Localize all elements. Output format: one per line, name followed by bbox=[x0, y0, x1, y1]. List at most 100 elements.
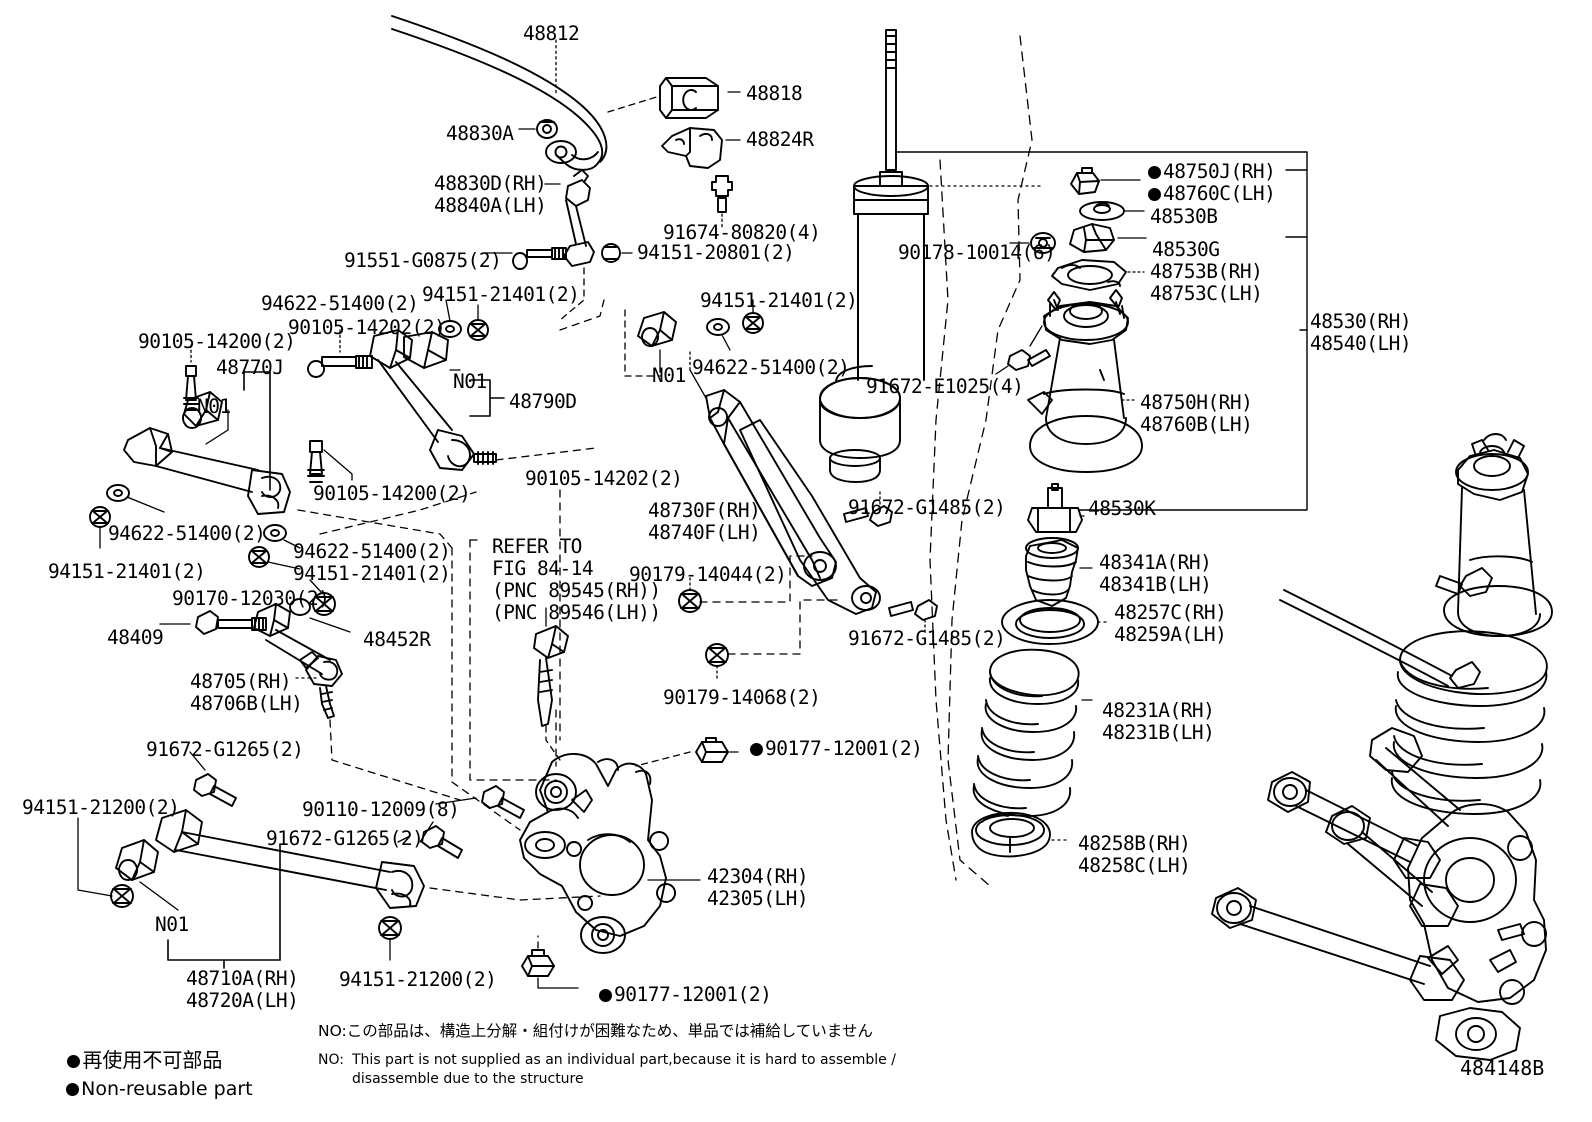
label-washer-lower-left: 94622-51400(2) bbox=[108, 522, 266, 545]
label-n01-center: N01 bbox=[652, 364, 686, 387]
label-stabilizer-bar: 48812 bbox=[523, 22, 580, 45]
label-text: N01 bbox=[453, 370, 487, 393]
label-text: 90178-10014(6) bbox=[898, 241, 1056, 264]
label-support-collar-48530g: 48530G bbox=[1152, 238, 1220, 261]
label-control-arm-nut-90170: 90170-12030(2) bbox=[172, 587, 330, 610]
label-spring-insulator-48258b: 48258B(RH) 48258C(LH) bbox=[1078, 833, 1191, 877]
label-text: 48705(RH) 48706B(LH) bbox=[190, 670, 303, 715]
label-upper-arm-48705: 48705(RH) 48706B(LH) bbox=[190, 670, 303, 715]
label-nut-90178-10014: 90178-10014(6) bbox=[898, 241, 1056, 264]
label-cam-bolt-48409: 48409 bbox=[107, 626, 164, 649]
label-upper-arm-48770j: 48770J bbox=[216, 356, 284, 379]
nonreusable-bullet-icon bbox=[599, 989, 612, 1002]
label-knuckle-bolt-upper: 90177-12001(2) bbox=[750, 737, 923, 760]
label-support-bearing-48530k: 48530K bbox=[1088, 497, 1156, 520]
label-coil-spring-48231a: 48231A(RH) 48231B(LH) bbox=[1102, 699, 1215, 744]
note-english-line2: disassemble due to the structure bbox=[352, 1071, 584, 1087]
nonreusable-bullet-icon bbox=[1148, 166, 1161, 179]
label-text: 48257C(RH) 48259A(LH) bbox=[1114, 601, 1227, 646]
label-trailing-arm-48730f: 48730F(RH) 48740F(LH) bbox=[648, 499, 761, 544]
label-text: 91672-G1485(2) bbox=[848, 496, 1006, 519]
label-sensor-nut-90179-14044: 90179-14044(2) bbox=[629, 563, 787, 586]
label-text: 48830D(RH) 48840A(LH) bbox=[434, 172, 547, 217]
label-stabilizer-bracket: 48824R bbox=[746, 128, 814, 151]
bullet-icon-2 bbox=[66, 1083, 80, 1096]
label-nut-94151-21200-lower: 94151-21200(2) bbox=[339, 968, 497, 991]
label-text: 48790D bbox=[509, 390, 577, 413]
label-text: 94151-21200(2) bbox=[339, 968, 497, 991]
label-stabilizer-link-rh-lh: 48830D(RH) 48840A(LH) bbox=[434, 172, 547, 217]
label-knuckle-bolt-lower: 90177-12001(2) bbox=[599, 983, 772, 1006]
label-text: 94622-51400(2) bbox=[293, 540, 451, 563]
label-text: 94151-21401(2) bbox=[293, 562, 451, 585]
label-text: 48341A(RH) 48341B(LH) bbox=[1099, 551, 1212, 596]
diagram-line-art bbox=[77, 15, 1553, 1061]
label-stabilizer-nut: 48830A bbox=[446, 122, 514, 145]
label-text: 91672-G1485(2) bbox=[848, 627, 1006, 650]
label-arm-washer-center: 94622-51400(2) bbox=[692, 356, 850, 379]
label-arm-nut-left: 94151-21401(2) bbox=[422, 283, 580, 306]
label-text: 48730F(RH) 48740F(LH) bbox=[648, 499, 761, 544]
label-text: 48231A(RH) 48231B(LH) bbox=[1102, 699, 1215, 744]
nonreusable-bullet-icon bbox=[750, 743, 763, 756]
label-bolt-90110-12009: 90110-12009(8) bbox=[302, 798, 460, 821]
label-shock-bolt-91672-e1025: 91672-E1025(4) bbox=[866, 375, 1024, 398]
label-text: N01 bbox=[197, 395, 231, 418]
bullet-icon bbox=[67, 1055, 81, 1068]
label-bolt-91672-g1265-lower: 91672-G1265(2) bbox=[266, 827, 424, 850]
label-stabilizer-bushing: 48818 bbox=[746, 82, 803, 105]
label-upper-arm-bolt: 90105-14200(2) bbox=[138, 330, 296, 353]
label-link-nut: 94151-20801(2) bbox=[637, 241, 795, 264]
label-text: 48818 bbox=[746, 82, 803, 105]
label-lower-arm-48710a: 48710A(RH) 48720A(LH) bbox=[186, 967, 299, 1012]
label-text: 91672-E1025(4) bbox=[866, 375, 1024, 398]
label-text: 94151-21401(2) bbox=[48, 560, 206, 583]
label-washer-lower-mid: 94622-51400(2) bbox=[293, 540, 451, 563]
label-text: 48812 bbox=[523, 22, 580, 45]
label-sensor-nut-90179-14068: 90179-14068(2) bbox=[663, 686, 821, 709]
label-spring-seat-48257c: 48257C(RH) 48259A(LH) bbox=[1114, 601, 1227, 646]
label-text: 90170-12030(2) bbox=[172, 587, 330, 610]
label-text: 90105-14202(2) bbox=[288, 316, 446, 339]
label-n01-center-upper: N01 bbox=[453, 370, 487, 393]
label-arm-washer-left: 94622-51400(2) bbox=[261, 292, 419, 315]
label-support-nut-48760c: 48760C(LH) bbox=[1148, 182, 1276, 205]
label-text: 48750H(RH) 48760B(LH) bbox=[1140, 391, 1253, 436]
legend-en-text: Non-reusable part bbox=[81, 1078, 253, 1100]
legend-jp-text: 再使用不可部品 bbox=[82, 1048, 223, 1072]
note-english-prefix: NO: bbox=[318, 1052, 344, 1068]
label-text: 48530(RH) 48540(LH) bbox=[1310, 310, 1412, 355]
label-text: 48530B bbox=[1150, 205, 1218, 228]
label-text: 90179-14068(2) bbox=[663, 686, 821, 709]
label-dust-cover-48750h: 48750H(RH) 48760B(LH) bbox=[1140, 391, 1253, 436]
label-text: 90177-12001(2) bbox=[614, 983, 772, 1006]
label-text: 91674-80820(4) bbox=[663, 221, 821, 244]
label-cam-48452r: 48452R bbox=[363, 628, 431, 651]
label-refer-to-fig: REFER TO FIG 84-14 (PNC 89545(RH)) (PNC … bbox=[492, 536, 661, 624]
label-text: 42304(RH) 42305(LH) bbox=[707, 865, 809, 910]
label-support-plate-48530b: 48530B bbox=[1150, 205, 1218, 228]
label-text: 94622-51400(2) bbox=[108, 522, 266, 545]
label-n01-left: N01 bbox=[197, 395, 231, 418]
figure-id: 484148B bbox=[1460, 1056, 1545, 1080]
label-nut-lower-left: 94151-21401(2) bbox=[48, 560, 206, 583]
label-text: 90105-14200(2) bbox=[138, 330, 296, 353]
label-text: 48530G bbox=[1152, 238, 1220, 261]
label-text: 48530K bbox=[1088, 497, 1156, 520]
label-text: 48753B(RH) 48753C(LH) bbox=[1150, 260, 1263, 305]
label-arm-bolt-91672-g1485-up: 91672-G1485(2) bbox=[848, 496, 1006, 519]
label-n01-lower-left: N01 bbox=[155, 913, 189, 936]
label-toe-arm-48790d: 48790D bbox=[509, 390, 577, 413]
label-link-bolt: 91551-G0875(2) bbox=[344, 249, 502, 272]
label-text: 90179-14044(2) bbox=[629, 563, 787, 586]
label-text: 48760C(LH) bbox=[1163, 182, 1276, 205]
label-arm-nut-center: 94151-21401(2) bbox=[700, 289, 858, 312]
label-support-bracket-48753b: 48753B(RH) 48753C(LH) bbox=[1150, 260, 1263, 305]
label-text: 48710A(RH) 48720A(LH) bbox=[186, 967, 299, 1012]
label-text: 90105-14202(2) bbox=[525, 467, 683, 490]
label-text: REFER TO FIG 84-14 (PNC 89545(RH)) (PNC … bbox=[492, 535, 661, 624]
label-nut-94151-21200-left: 94151-21200(2) bbox=[22, 796, 180, 819]
label-text: 94622-51400(2) bbox=[692, 356, 850, 379]
label-text: 48824R bbox=[746, 128, 814, 151]
label-text: 91672-G1265(2) bbox=[266, 827, 424, 850]
